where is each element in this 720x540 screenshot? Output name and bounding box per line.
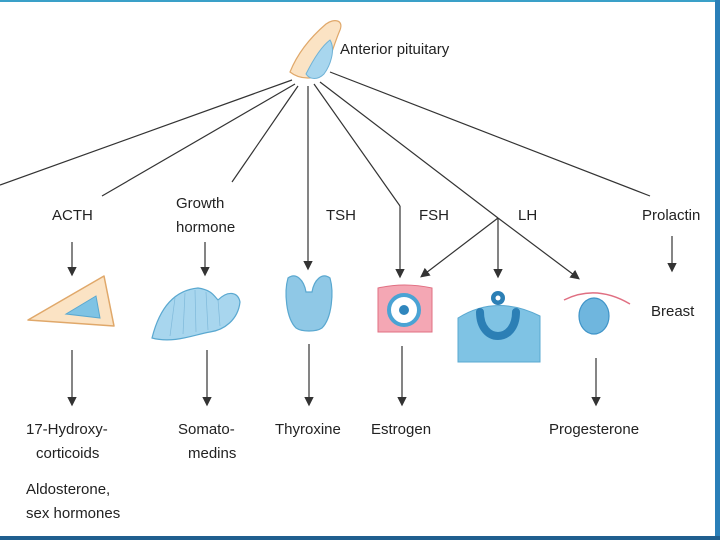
- corpus-luteum-icon: [563, 292, 631, 335]
- adrenal-gland-icon: [27, 275, 115, 327]
- acth-label: ACTH: [52, 207, 93, 224]
- mature-follicle-icon: [457, 291, 541, 363]
- product-arrows: [67, 344, 601, 407]
- anterior-pituitary-icon: [289, 20, 342, 79]
- right-border: [715, 0, 720, 540]
- anterior-pituitary-label: Anterior pituitary: [340, 41, 450, 58]
- arrow-lh-follicle: [420, 217, 499, 278]
- branch-acth: [101, 83, 296, 197]
- branch-lh: [319, 81, 499, 219]
- branch-prolactin: [329, 71, 651, 197]
- corticoids-label-line2: corticoids: [36, 445, 100, 462]
- bottom-border: [0, 536, 720, 540]
- thyroid-icon: [285, 275, 333, 332]
- corticoids-label-line1: 17-Hydroxy-: [26, 421, 108, 438]
- breast-label: Breast: [651, 303, 695, 320]
- hormone-arrows: [67, 206, 677, 280]
- growth-hormone-label-line2: hormone: [176, 219, 236, 236]
- fsh-label: FSH: [419, 207, 449, 224]
- branch-lines: [0, 71, 651, 271]
- tsh-label: TSH: [326, 207, 356, 224]
- arrow-lh-corpus-luteum: [497, 217, 580, 280]
- prolactin-label: Prolactin: [642, 207, 701, 224]
- thyroxine-label: Thyroxine: [275, 421, 341, 438]
- progesterone-label: Progesterone: [549, 421, 640, 438]
- branch-far-left: [0, 79, 293, 186]
- somatomedins-label-line1: Somato-: [178, 421, 235, 438]
- top-border: [0, 0, 720, 2]
- somatomedins-label-line2: medins: [188, 445, 237, 462]
- aldosterone-label-line2: sex hormones: [26, 505, 121, 522]
- growth-hormone-label-line1: Growth: [176, 195, 225, 212]
- aldosterone-label-line1: Aldosterone,: [26, 481, 111, 498]
- liver-icon: [151, 287, 241, 341]
- branch-growth-hormone: [231, 85, 299, 183]
- estrogen-label: Estrogen: [371, 421, 432, 438]
- ovarian-follicle-icon: [377, 284, 433, 333]
- lh-label: LH: [518, 207, 538, 224]
- branch-fsh: [313, 83, 401, 207]
